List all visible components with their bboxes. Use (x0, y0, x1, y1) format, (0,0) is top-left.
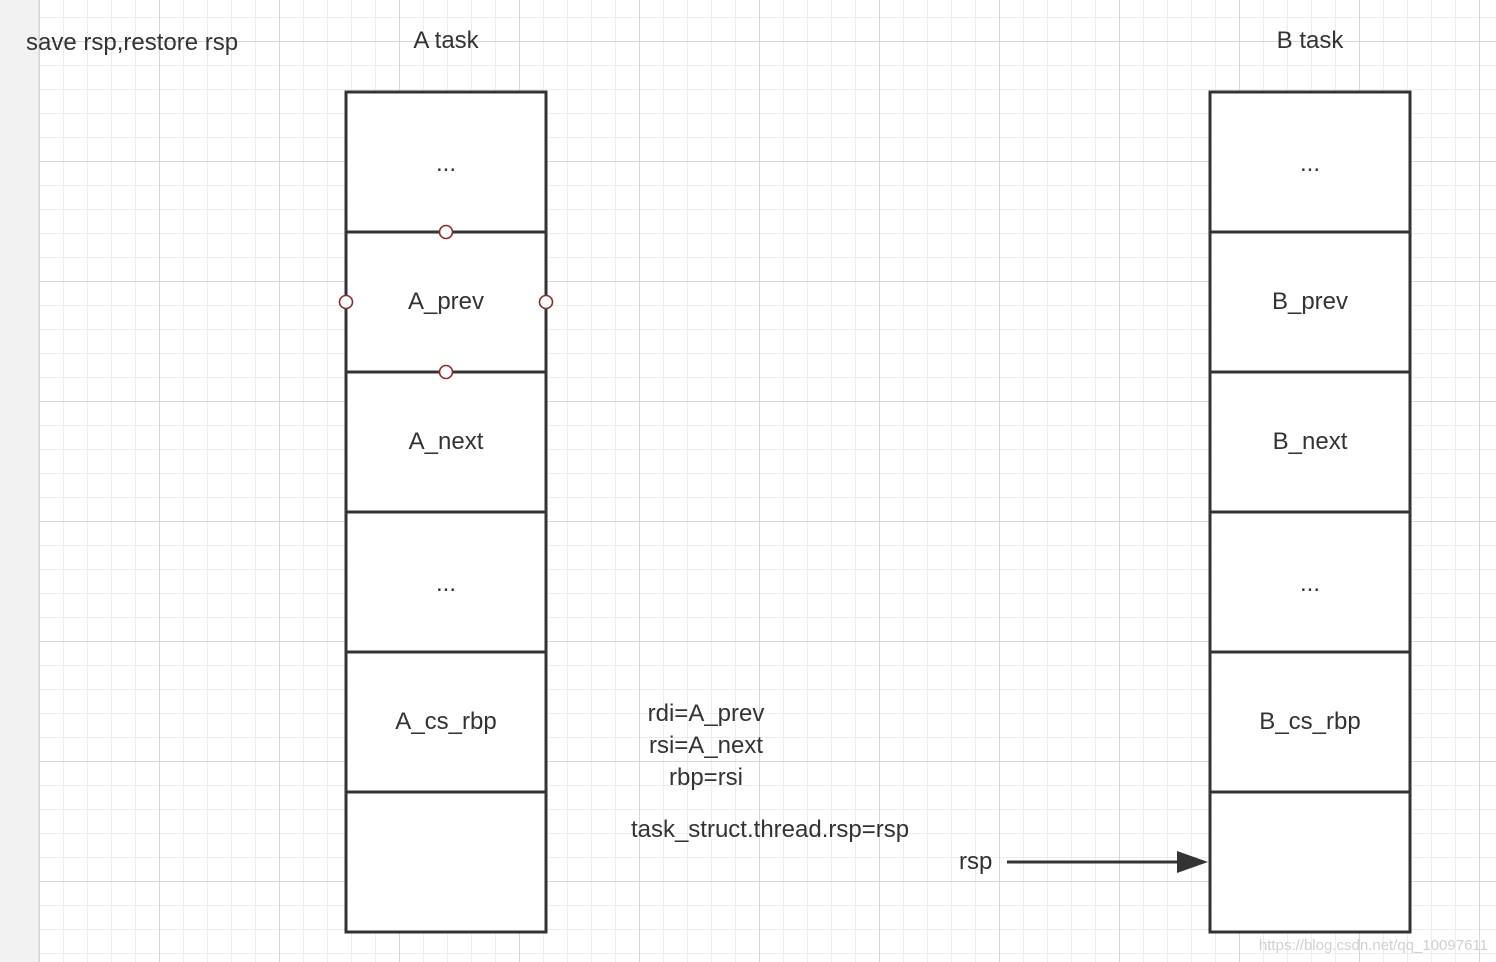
selection-handle-top[interactable] (438, 224, 454, 240)
note-rdi: rdi=A_prev (647, 700, 765, 727)
stack-b-cell-2: B_next (1272, 428, 1348, 455)
stack-b-cell-3: ... (1299, 570, 1321, 597)
stack-a-cell-0: ... (435, 150, 457, 177)
stack-b-title: B task (1276, 27, 1344, 54)
stack-b-cell-0: ... (1299, 150, 1321, 177)
watermark: https://blog.csdn.net/qq_10097611 (1258, 937, 1488, 954)
rsp-label: rsp (959, 848, 993, 875)
stack-a-cell-3: ... (435, 570, 457, 597)
stack-a-cell-2: A_next (408, 428, 484, 455)
stack-a-cell-4: A_cs_rbp (395, 708, 497, 735)
diagram-caption: save rsp,restore rsp (26, 29, 239, 56)
selection-handle-left[interactable] (338, 294, 354, 310)
left-panel-strip (0, 0, 39, 962)
arrowhead-icon (1177, 851, 1208, 873)
stack-a-cell-1: A_prev (407, 288, 485, 315)
selection-handle-right[interactable] (538, 294, 554, 310)
stack-b-cell-4: B_cs_rbp (1259, 708, 1361, 735)
selection-handle-bottom[interactable] (438, 364, 454, 380)
stack-a-title: A task (413, 27, 479, 54)
note-thread-rsp: task_struct.thread.rsp=rsp (630, 816, 910, 843)
stack-b-cell-1: B_prev (1271, 288, 1349, 315)
note-rbp: rbp=rsi (668, 764, 744, 791)
note-rsi: rsi=A_next (648, 732, 764, 759)
